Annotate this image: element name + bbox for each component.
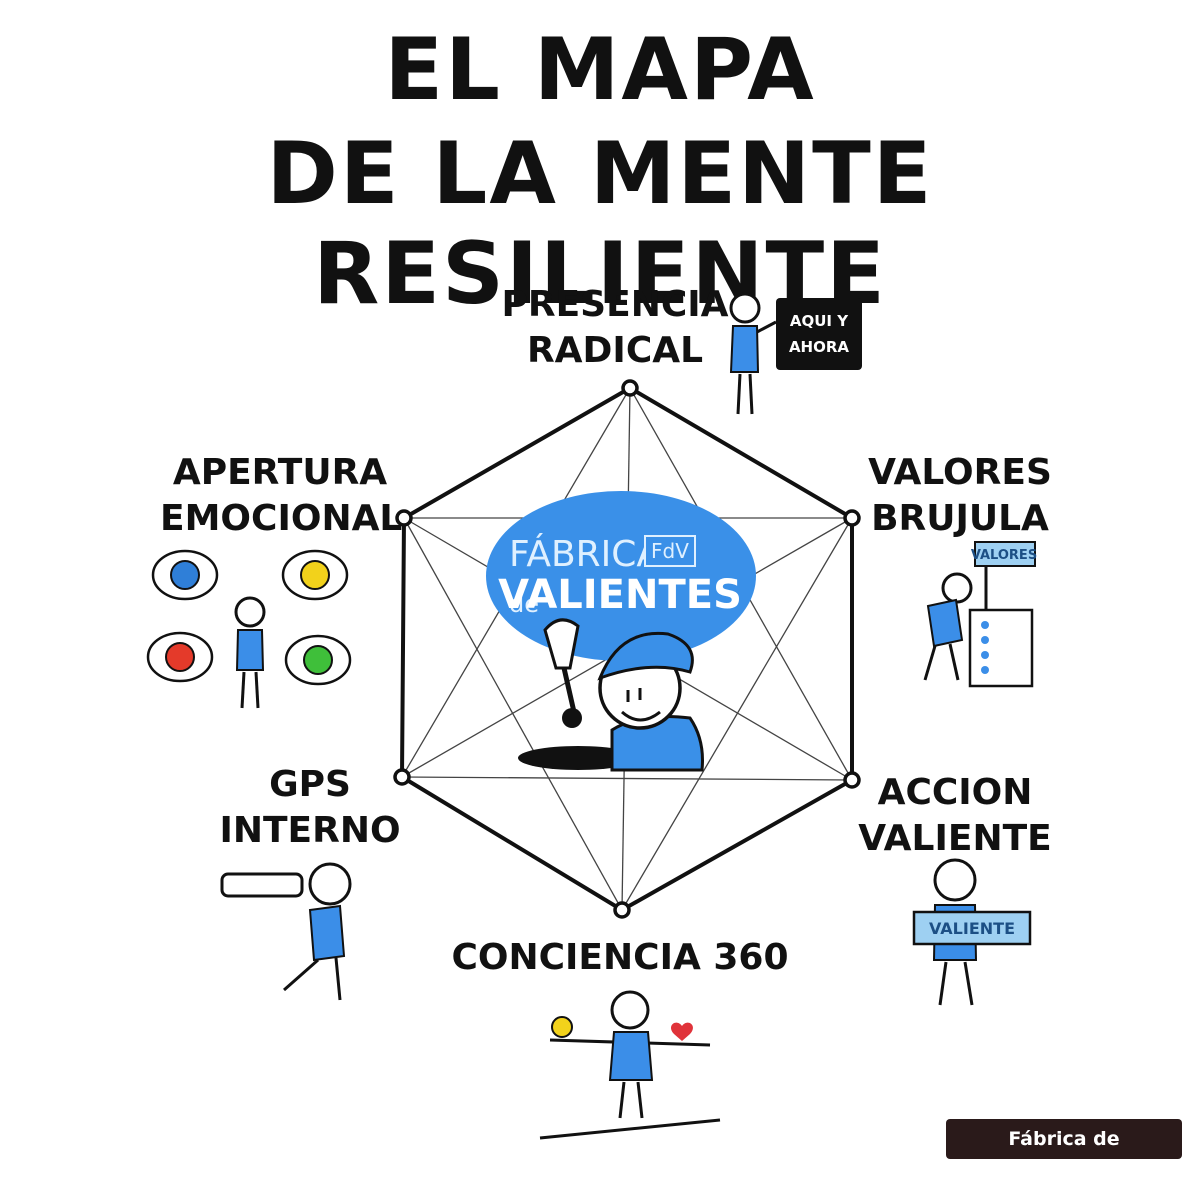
vertex-conciencia — [613, 901, 631, 919]
sign-valores — [974, 541, 1036, 567]
vertex-apertura — [395, 509, 413, 527]
label-accion-line2: VALIENTE — [858, 818, 1052, 859]
figure-conciencia — [539, 990, 721, 1140]
label-apertura-line2: EMOCIONAL — [160, 498, 403, 539]
happy-face-icon — [551, 1016, 573, 1038]
figure-accion-head — [933, 858, 977, 902]
label-conciencia-360: CONCIENCIA 360 — [430, 935, 810, 981]
figure-conciencia-leg-right — [636, 1081, 644, 1119]
sign-valores-text: VALORES — [971, 548, 1037, 563]
figure-presencia-leg-left — [736, 373, 742, 415]
figure-valores-head — [941, 572, 973, 604]
sign-ahora-line: AHORA — [789, 338, 849, 356]
logo-badge-box — [644, 535, 696, 567]
label-valores-brujula: VALORES BRUJULA — [860, 450, 1060, 542]
figure-apertura-leg-right — [254, 671, 260, 709]
label-gps-line2: INTERNO — [219, 810, 401, 851]
sign-valiente-text: VALIENTE — [929, 919, 1015, 938]
tightrope — [539, 1118, 721, 1140]
digger-smile — [621, 710, 661, 722]
logo-badge: FdV — [651, 539, 689, 563]
figure-gps-head — [308, 862, 352, 906]
sign-aqui-ahora — [776, 298, 862, 370]
label-apertura-line1: APERTURA — [172, 452, 388, 493]
checklist-dot-2 — [981, 636, 989, 644]
label-accion-valiente: ACCION VALIENTE — [850, 770, 1060, 862]
sign-aqui-line: AQUI Y — [790, 312, 849, 330]
figure-presencia-body — [729, 325, 760, 373]
figure-gps-body — [308, 904, 346, 962]
vertex-accion — [843, 771, 861, 789]
footer-brand: Fábrica de Valientes® — [946, 1119, 1182, 1190]
emotion-sad-icon — [170, 560, 200, 590]
checklist-board — [968, 608, 1034, 688]
label-presencia-line1: PRESENCIA — [501, 284, 729, 325]
logo-text-fabrica: FÁBRICA — [509, 533, 661, 575]
figure-conciencia-head — [610, 990, 650, 1030]
digger-character — [518, 618, 704, 772]
emotion-calm-icon — [303, 645, 333, 675]
figure-apertura-body — [235, 629, 265, 671]
figure-apertura-head — [234, 596, 266, 628]
logo-text-de: de — [509, 590, 539, 618]
hole — [518, 746, 638, 770]
figure-gps-leg-left — [283, 958, 319, 992]
fabrica-de-valientes-logo: FÁBRICA FdV de VALIENTES — [486, 491, 756, 661]
label-valores-line2: BRUJULA — [871, 498, 1049, 539]
checklist-dots — [981, 621, 989, 674]
vertex-presencia — [621, 379, 639, 397]
figure-accion: VALIENTE — [912, 858, 1032, 1006]
shovel-blade — [543, 618, 580, 670]
figure-valores-leg-left — [923, 645, 937, 681]
heart-icon — [671, 1022, 693, 1041]
sign-valiente — [912, 910, 1032, 946]
label-presencia-radical: PRESENCIA RADICAL — [490, 282, 740, 374]
figure-valores-body — [926, 598, 964, 648]
title-line-1: EL MAPA — [384, 20, 816, 120]
label-gps-line1: GPS — [269, 764, 351, 805]
label-accion-line1: ACCION — [877, 772, 1033, 813]
logo-ellipse — [486, 491, 756, 661]
figure-presencia-arm — [756, 320, 777, 334]
figure-valores: VALORES — [923, 541, 1037, 688]
figure-conciencia-leg-left — [618, 1081, 626, 1119]
figure-gps-leg-right — [334, 957, 342, 1001]
figure-accion-leg-left — [938, 961, 948, 1006]
figure-apertura — [146, 549, 352, 709]
checklist-dot-4 — [981, 666, 989, 674]
label-presencia-line2: RADICAL — [526, 330, 704, 371]
emotion-happy-icon — [300, 560, 330, 590]
digger-hand — [562, 708, 582, 728]
figure-presencia-head — [729, 292, 761, 324]
checklist-dot-1 — [981, 621, 989, 629]
telescope-icon — [220, 872, 304, 898]
checklist-dot-3 — [981, 651, 989, 659]
figure-presencia-leg-right — [748, 373, 754, 415]
vertex-gps — [393, 768, 411, 786]
label-gps-interno: GPS INTERNO — [210, 762, 410, 854]
figure-gps — [220, 862, 352, 1001]
figure-conciencia-body — [608, 1031, 654, 1081]
figure-accion-leg-right — [963, 961, 974, 1006]
digger-cap — [597, 631, 694, 681]
figure-presencia: AQUI Y AHORA — [729, 292, 862, 415]
label-apertura-emocional: APERTURA EMOCIONAL — [160, 450, 403, 542]
figure-apertura-leg-left — [240, 671, 246, 709]
label-valores-line1: VALORES — [868, 452, 1052, 493]
vertex-valores — [843, 509, 861, 527]
hexagon-vertices — [393, 379, 861, 919]
emotion-angry-icon — [165, 642, 195, 672]
figure-valores-leg-right — [948, 643, 960, 681]
label-conciencia-line1: CONCIENCIA 360 — [451, 937, 789, 978]
logo-text-valientes: VALIENTES — [498, 572, 742, 618]
shovel-handle — [561, 667, 577, 713]
